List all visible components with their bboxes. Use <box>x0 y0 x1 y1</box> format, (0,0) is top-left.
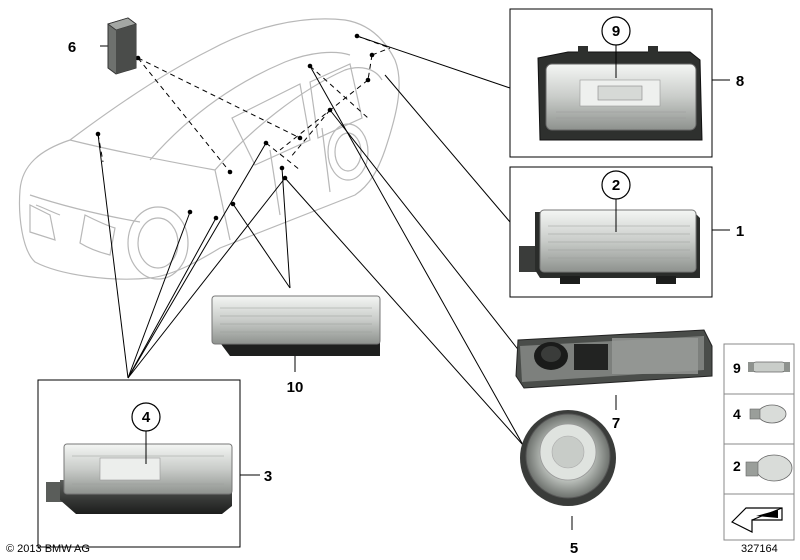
arrow-symbol-icon <box>730 507 783 533</box>
part-5-label: 5 <box>570 540 578 557</box>
copyright-text: © 2013 BMW AG <box>6 543 90 555</box>
bulb-label-2: 2 <box>733 458 741 474</box>
part-3-label: 3 <box>264 468 272 485</box>
part-8-light <box>537 46 703 141</box>
leader-lines <box>97 35 730 530</box>
bulb-panel <box>723 343 795 541</box>
box-part-1 <box>509 166 713 298</box>
anchor-dots <box>95 33 375 221</box>
callout-2-label: 2 <box>612 177 620 194</box>
part-1-label: 1 <box>736 223 744 240</box>
part-10-light <box>211 295 381 356</box>
part-8-label: 8 <box>736 73 744 90</box>
bulb-4-icon <box>749 404 787 424</box>
callout-9-label: 9 <box>612 23 620 40</box>
part-6-label: 6 <box>68 39 76 56</box>
part-7-light <box>515 329 713 389</box>
part-6-switch <box>107 17 137 75</box>
part-7-label: 7 <box>612 415 620 432</box>
car-illustration <box>18 18 400 280</box>
bulb-label-4: 4 <box>733 406 741 422</box>
callout-4-label: 4 <box>142 409 151 426</box>
part-3-light <box>46 443 233 514</box>
part-5-light <box>520 410 616 506</box>
image-number: 327164 <box>741 543 778 555</box>
part-10-label: 10 <box>287 379 304 396</box>
bulb-2-icon <box>745 454 793 482</box>
box-part-3 <box>37 379 241 548</box>
box-part-8 <box>509 8 713 158</box>
bulb-label-9: 9 <box>733 360 741 376</box>
bulb-9-icon <box>748 361 790 373</box>
part-1-light <box>519 209 700 284</box>
